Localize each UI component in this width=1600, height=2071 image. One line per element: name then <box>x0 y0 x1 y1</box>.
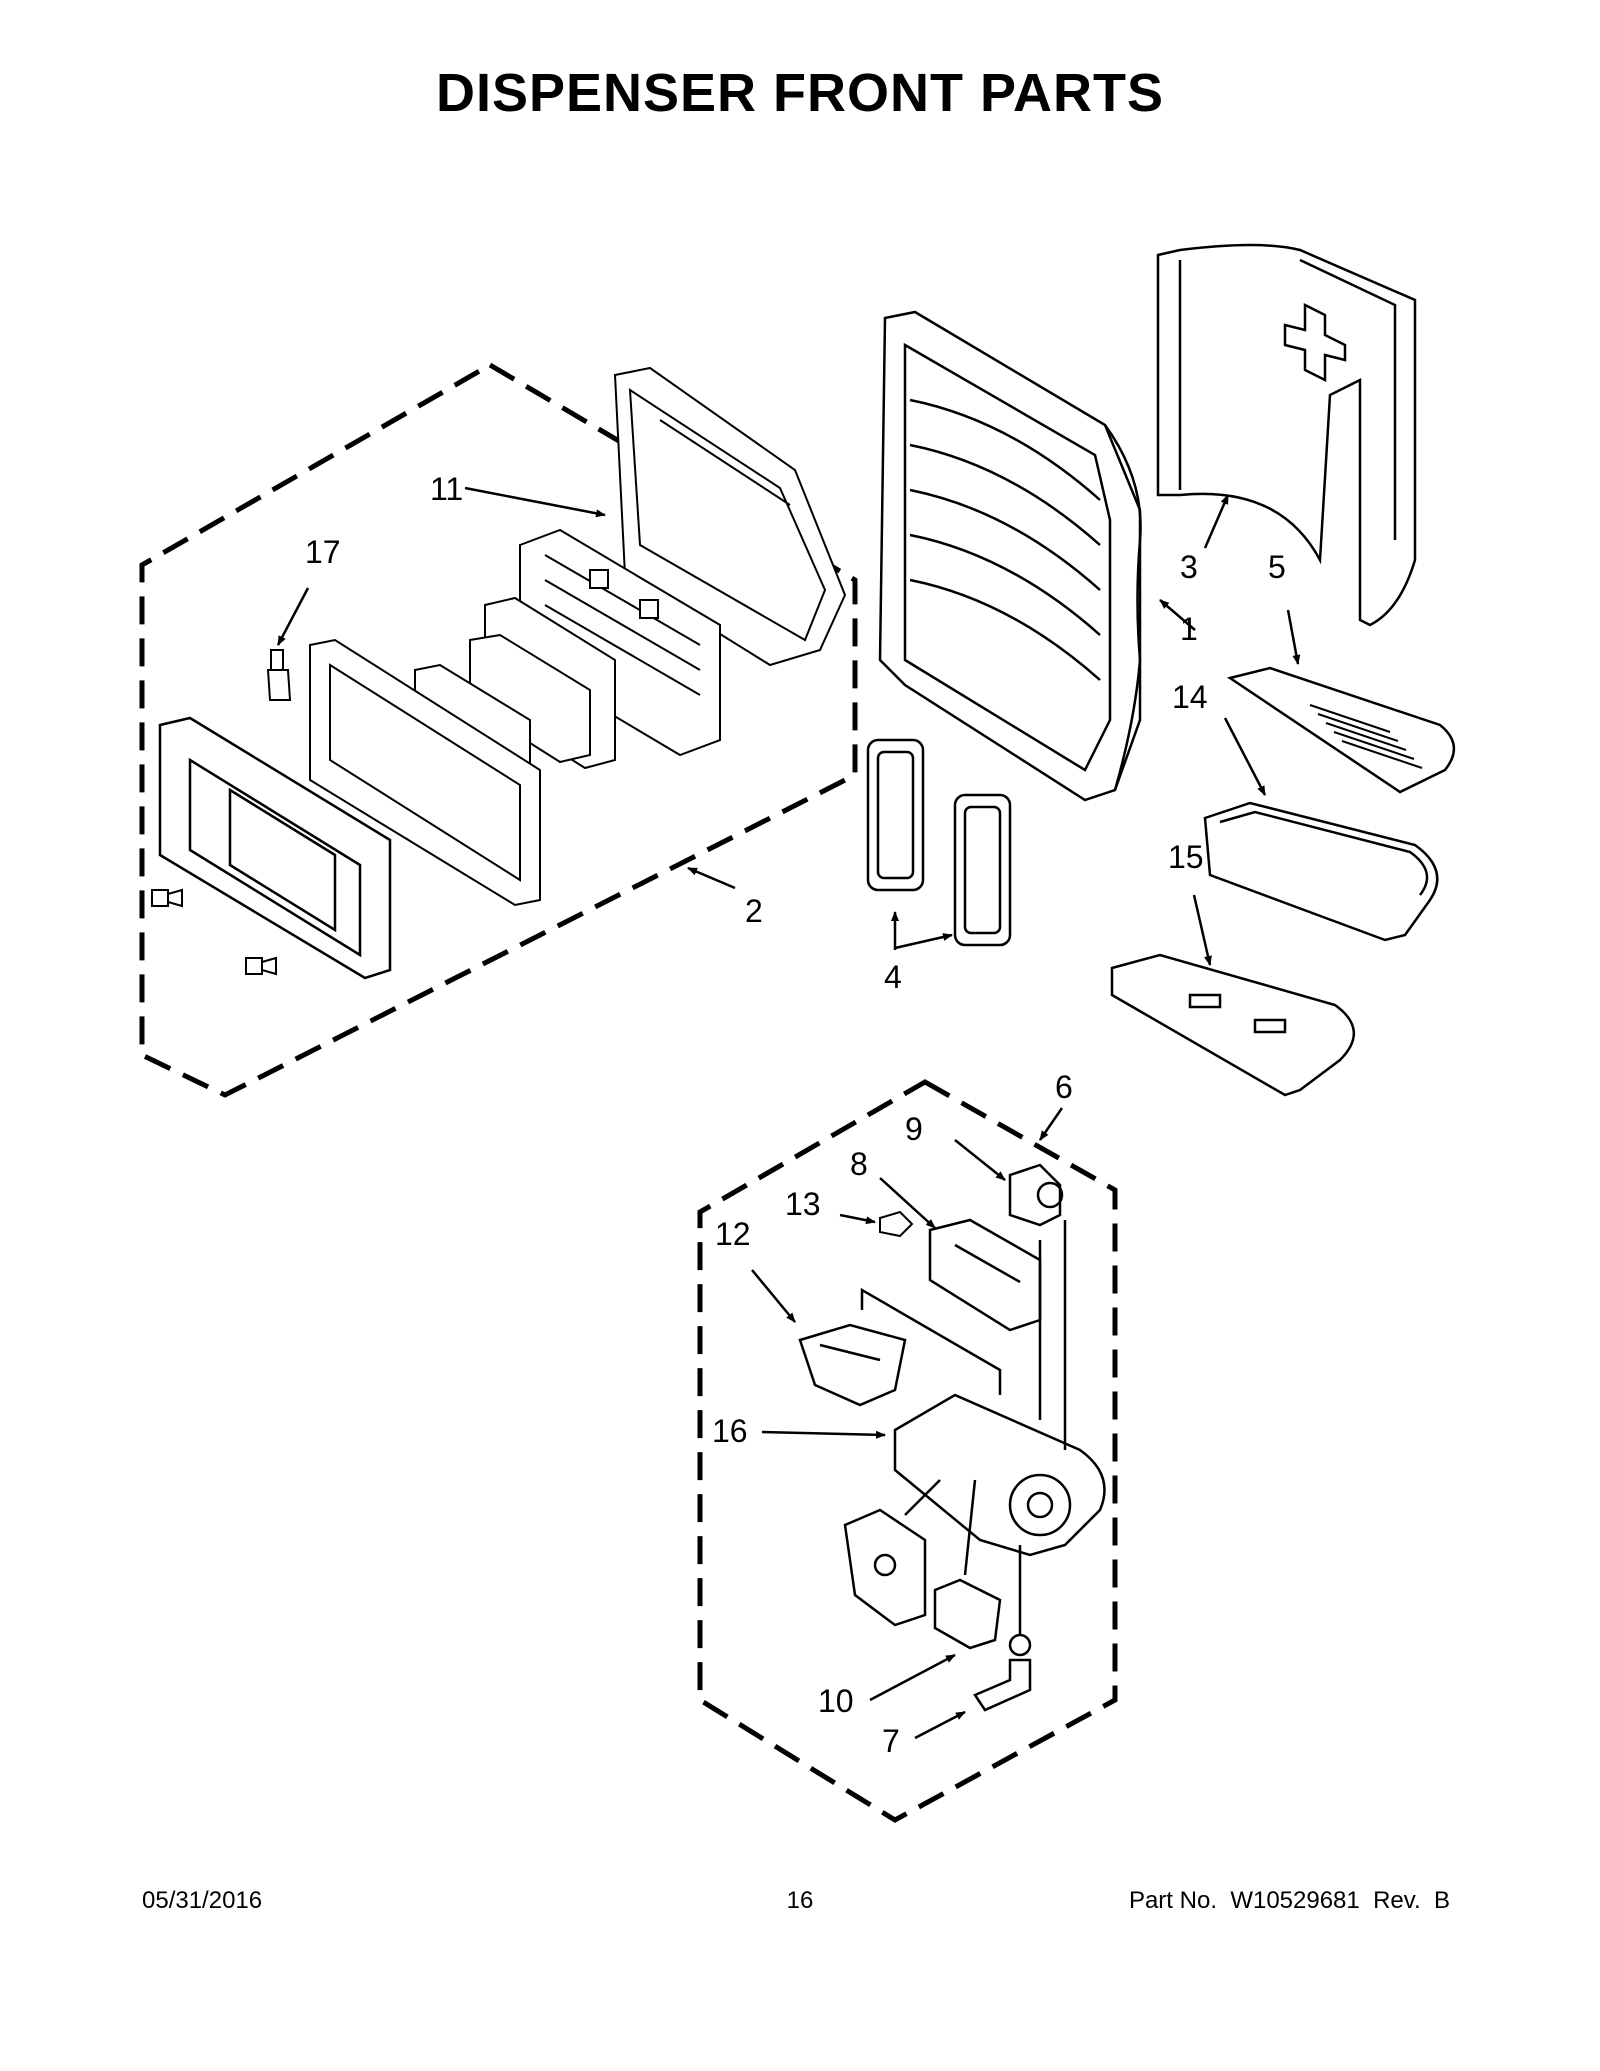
part-8-bracket <box>928 1218 1042 1332</box>
callout-11: 11 <box>430 471 463 507</box>
footer-page-number: 16 <box>786 1887 814 1914</box>
part-4-pad <box>866 738 925 892</box>
assembly-lines <box>860 1220 1067 1635</box>
callout-7: 7 <box>882 1723 900 1759</box>
callout-16: 16 <box>712 1413 748 1449</box>
callout-9: 9 <box>905 1111 923 1147</box>
page-title: DISPENSER FRONT PARTS <box>435 63 1165 123</box>
part-5-grille <box>1226 666 1455 794</box>
leader-arrows <box>276 486 1301 1740</box>
callout-6: 6 <box>1055 1069 1073 1105</box>
part-3-cover <box>1156 243 1417 627</box>
callout-13: 13 <box>785 1186 821 1222</box>
callout-4: 4 <box>884 959 902 995</box>
part-9-motor <box>1008 1163 1064 1227</box>
footer-part-number: Part No. W10529681 Rev. B <box>1128 1887 1450 1914</box>
callout-5: 5 <box>1268 549 1286 585</box>
callout-15: 15 <box>1168 839 1204 875</box>
callout-1: 1 <box>1180 611 1198 647</box>
screw-icon <box>245 956 277 976</box>
callout-2: 2 <box>745 893 763 929</box>
callout-17: 17 <box>305 534 341 570</box>
leader-arrows-4 <box>891 911 953 950</box>
part-10-switch <box>933 1578 1002 1650</box>
footer-date: 05/31/2016 <box>142 1887 263 1914</box>
part-panel-frame <box>309 638 541 907</box>
part-14-drip-tray <box>1203 801 1439 942</box>
screw-icon <box>151 888 183 908</box>
part-16-base <box>893 1393 1106 1557</box>
part-dispenser-flap <box>843 1508 927 1627</box>
part-7-elbow <box>973 1633 1032 1712</box>
part-13-pin <box>879 1210 914 1238</box>
callout-3: 3 <box>1180 549 1198 585</box>
group-6-boundary <box>697 1079 1118 1823</box>
callout-14: 14 <box>1172 679 1208 715</box>
part-15-tray-base <box>1110 953 1356 1097</box>
callout-8: 8 <box>850 1146 868 1182</box>
callout-12: 12 <box>715 1216 751 1252</box>
callout-10: 10 <box>818 1683 854 1719</box>
part-12-funnel <box>798 1323 907 1407</box>
group-2-boundary <box>139 362 858 1098</box>
part-front-fascia <box>158 716 392 980</box>
part-4-pad <box>953 793 1012 947</box>
part-1-dispenser-housing <box>878 310 1142 802</box>
part-17-connector <box>266 649 292 701</box>
